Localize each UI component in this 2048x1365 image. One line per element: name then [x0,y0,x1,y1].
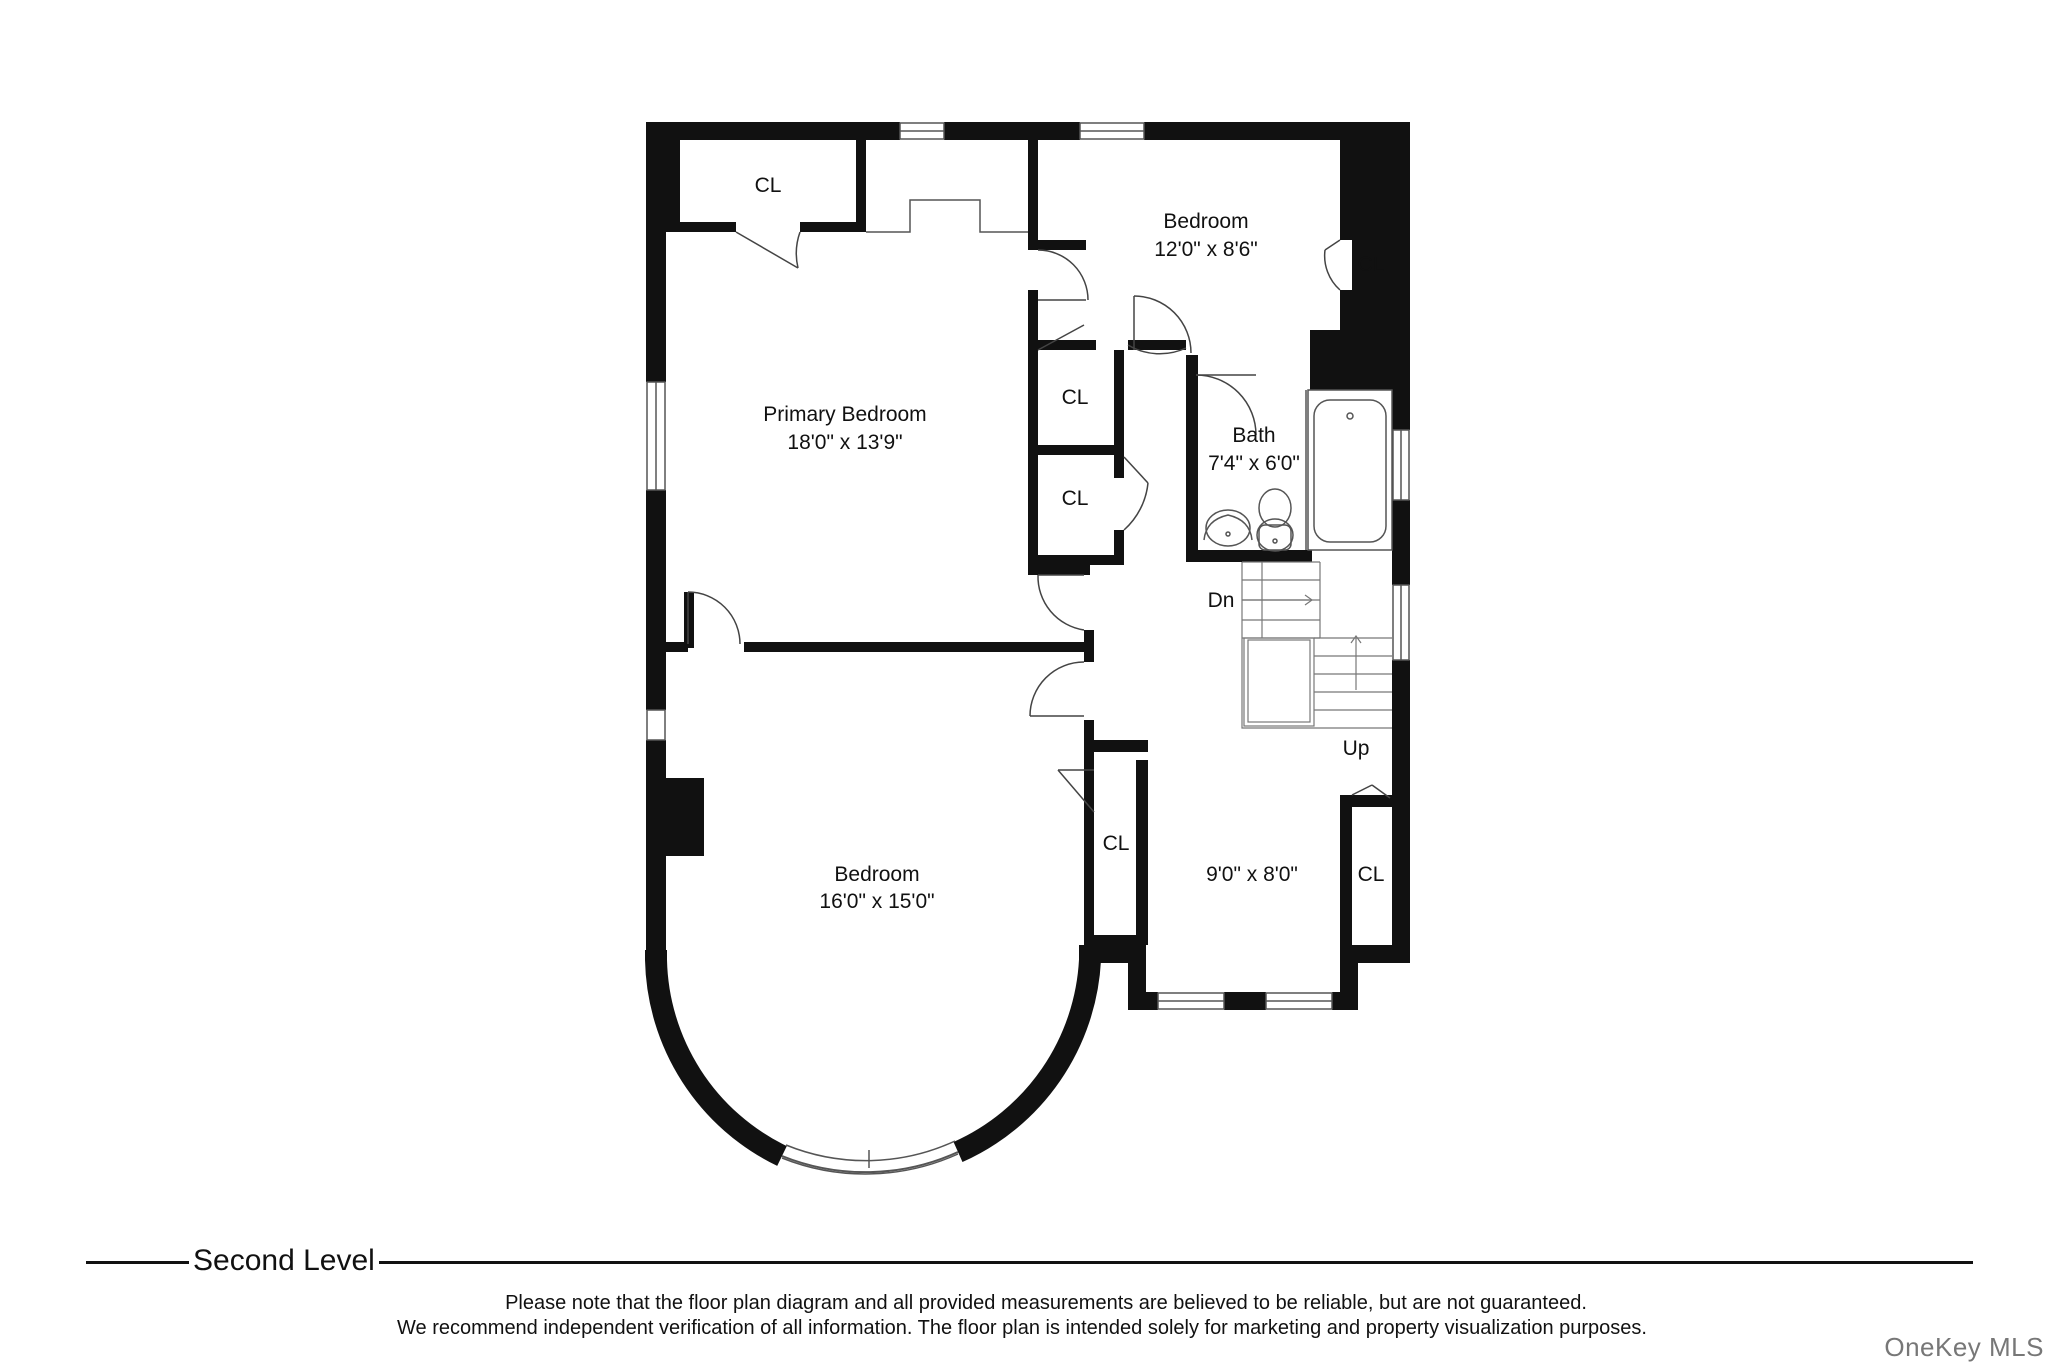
room-labels: Primary Bedroom 18'0" x 13'9" Bedroom 12… [755,174,1385,913]
windows [646,122,1410,1010]
bath-fixtures [1203,389,1393,552]
bedroom-round-name: Bedroom [834,863,919,886]
closet-label: CL [1103,832,1130,855]
round-bay-wall [645,945,1101,1175]
primary-bedroom-name: Primary Bedroom [763,403,926,426]
closet-details [866,199,1028,233]
closet-label: CL [1358,863,1385,886]
level-title: Second Level [189,1243,379,1279]
closet-label: CL [755,174,782,197]
stairs-down-label: Dn [1208,589,1235,612]
interior-walls [664,140,1395,945]
primary-bedroom-dims: 18'0" x 13'9" [787,431,902,454]
stairs [1241,561,1392,729]
exterior-walls [646,122,1410,1010]
watermark: OneKey MLS [1884,1332,2044,1362]
stairs-up-label: Up [1343,737,1370,760]
bath-dims: 7'4" x 6'0" [1208,452,1300,475]
closet-label: CL [1062,487,1089,510]
level-divider [86,1261,1973,1264]
closet-label: CL [1062,386,1089,409]
disclaimer-line-1: Please note that the floor plan diagram … [505,1292,1587,1314]
closet-label: CL [1358,253,1385,276]
bedroom-round-dims: 16'0" x 15'0" [819,890,934,913]
hall-dims: 9'0" x 8'0" [1206,863,1298,886]
disclaimer-line-2: We recommend independent verification of… [397,1317,1647,1339]
bedroom-front-dims: 12'0" x 8'6" [1154,238,1258,261]
bath-name: Bath [1232,424,1275,447]
doors [687,231,1391,813]
bedroom-front-name: Bedroom [1163,210,1248,233]
